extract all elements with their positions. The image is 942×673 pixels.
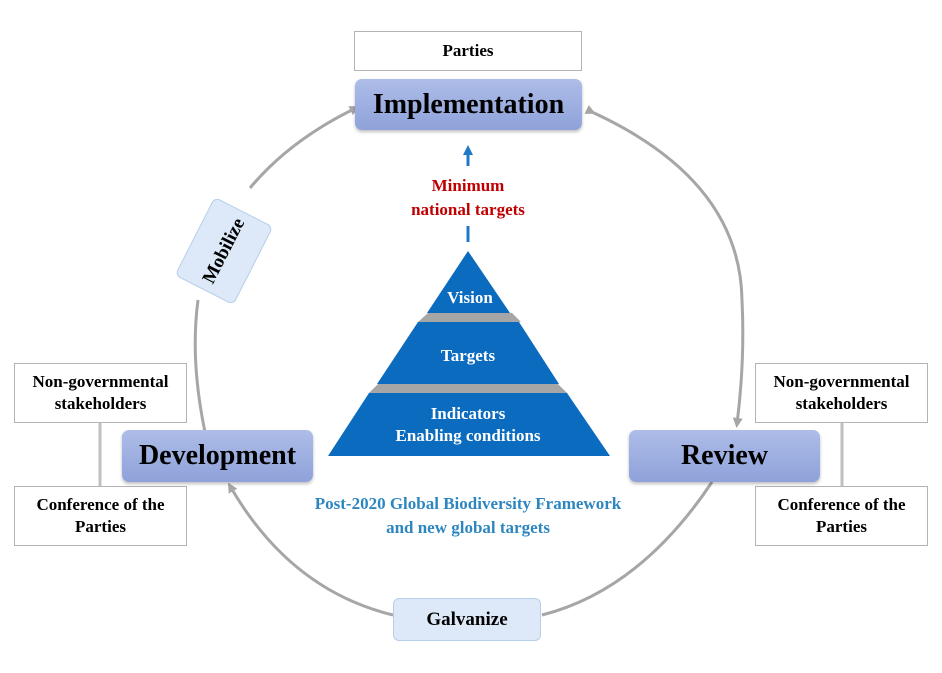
- pyramid-tier-targets: [377, 322, 559, 384]
- pyramid-vision-text: Vision: [447, 288, 493, 307]
- actor-ngo-right-label: Non-governmental stakeholders: [773, 372, 910, 413]
- pyramid-targets-text: Targets: [440, 346, 496, 365]
- stage-implementation-label: Implementation: [372, 88, 565, 120]
- pyramid-gap-2: [369, 384, 567, 393]
- arc-mobilize-to-implementation: [248, 106, 360, 189]
- stage-review-label: Review: [680, 440, 769, 471]
- action-galvanize-label: Galvanize: [426, 608, 508, 630]
- pyramid-tier-vision: [427, 251, 510, 313]
- actor-ngo-right: Non-governmental stakeholders: [755, 363, 928, 423]
- pyramid-indicators-text: Indicators Enabling conditions: [358, 403, 578, 447]
- actor-cop-left: Conference of the Parties: [14, 486, 187, 546]
- actor-ngo-left-label: Non-governmental stakeholders: [32, 372, 169, 413]
- pyramid-indicators-line2: Enabling conditions: [395, 426, 541, 445]
- action-galvanize: Galvanize: [393, 598, 541, 641]
- arc-review-to-galvanize: [541, 481, 714, 617]
- actor-cop-right: Conference of the Parties: [755, 486, 928, 546]
- stage-review: Review: [629, 430, 820, 482]
- pyramid-gap-1: [418, 313, 521, 322]
- minimum-targets-line2: national targets: [411, 200, 525, 219]
- actor-cop-left-label: Conference of the Parties: [36, 495, 165, 536]
- stage-development-label: Development: [138, 440, 297, 471]
- stage-implementation: Implementation: [355, 79, 582, 130]
- framework-caption-line2: and new global targets: [386, 518, 550, 537]
- actor-ngo-left: Non-governmental stakeholders: [14, 363, 187, 423]
- minimum-targets: Minimum national targets: [378, 174, 558, 222]
- action-mobilize-label: Mobilize: [198, 214, 249, 288]
- actor-parties: Parties: [354, 31, 582, 71]
- arc-implementation-review: [584, 104, 745, 428]
- pyramid-tier-indicators: [328, 393, 610, 456]
- framework-caption: Post-2020 Global Biodiversity Framework …: [270, 492, 666, 540]
- actor-cop-right-label: Conference of the Parties: [777, 495, 906, 536]
- pyramid-indicators-line1: Indicators: [430, 404, 506, 423]
- arc-development-to-mobilize: [193, 299, 207, 433]
- minimum-targets-line1: Minimum: [431, 176, 505, 195]
- framework-caption-line1: Post-2020 Global Biodiversity Framework: [314, 494, 622, 513]
- arc-galvanize-to-development: [228, 482, 394, 617]
- stage-development: Development: [122, 430, 313, 482]
- actor-parties-label: Parties: [442, 41, 494, 60]
